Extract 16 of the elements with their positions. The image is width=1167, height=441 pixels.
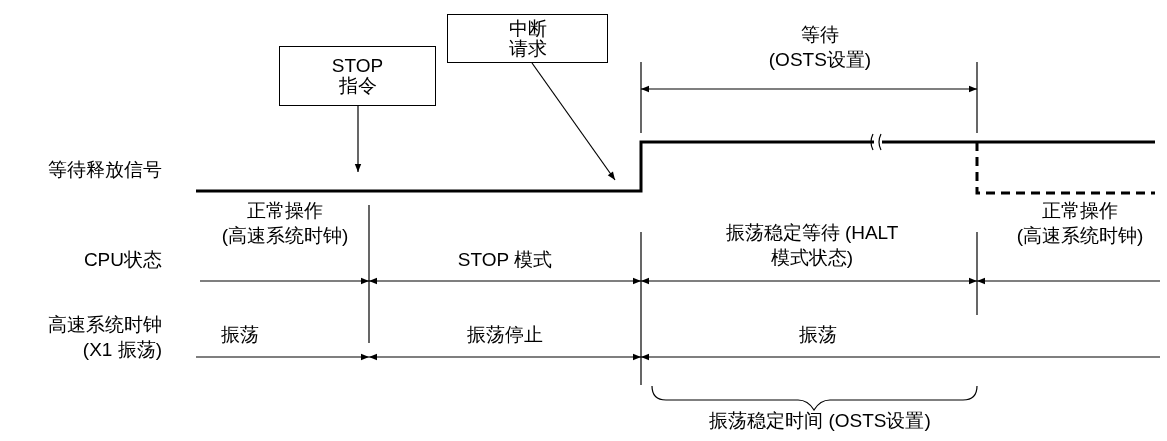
state-label: 振荡 (220, 323, 260, 347)
state-label: 正常操作 (高速系统时钟) (1015, 199, 1145, 248)
interval-label: 振荡稳定时间 (OSTS设置) (708, 409, 932, 433)
signal-name: CPU状态 (82, 248, 162, 272)
leader-arrow (531, 62, 616, 181)
signal-name: 高速系统时钟 (X1 振荡) (47, 313, 162, 362)
state-label: 振荡停止 (466, 323, 544, 347)
state-label: 振荡稳定等待 (HALT 模式状态) (724, 221, 900, 270)
state-label: 正常操作 (高速系统时钟) (220, 199, 350, 248)
signal-name: 等待释放信号 (47, 158, 162, 182)
request-box: 中断请求 (447, 14, 608, 63)
leader-arrow (354, 105, 362, 173)
state-label: STOP 模式 (456, 248, 554, 272)
instruction-box: STOP 指令 (279, 46, 436, 106)
interval-label: 等待 (OSTS设置) (767, 23, 873, 72)
state-label: 振荡 (798, 323, 838, 347)
